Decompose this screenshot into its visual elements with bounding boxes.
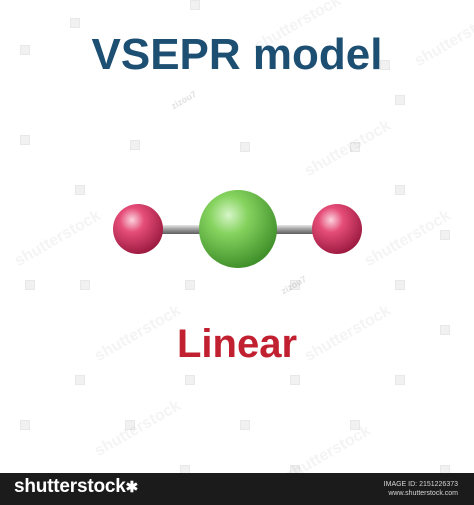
watermark-square (185, 280, 195, 290)
watermark-square (20, 420, 30, 430)
diagram-title: VSEPR model (91, 30, 383, 79)
watermark-square (125, 420, 135, 430)
geometry-label: Linear (176, 322, 298, 366)
watermark-square (185, 375, 195, 385)
logo-text: shutterstock (14, 476, 126, 497)
watermark-square (20, 45, 30, 55)
watermark-square (350, 142, 360, 152)
watermark-square (290, 375, 300, 385)
watermark-square (395, 95, 405, 105)
central-atom (199, 190, 277, 268)
watermark-square (240, 420, 250, 430)
logo-mark-icon: ✱ (125, 479, 139, 496)
watermark-square (80, 280, 90, 290)
watermark-square (75, 185, 85, 195)
watermark-square (70, 18, 80, 28)
outer-atom-right (312, 204, 362, 254)
watermark-square (350, 420, 360, 430)
stock-footer-bar: shutterstock✱ IMAGE ID: 2151226373 www.s… (0, 473, 474, 505)
watermark-square (25, 280, 35, 290)
watermark-square (395, 280, 405, 290)
image-id: IMAGE ID: 2151226373 (383, 481, 458, 488)
watermark-square (190, 0, 200, 10)
watermark-square (75, 375, 85, 385)
watermark-square (440, 230, 450, 240)
watermark-square (240, 142, 250, 152)
image-meta: IMAGE ID: 2151226373 www.shutterstock.co… (384, 481, 458, 498)
watermark-square (395, 375, 405, 385)
bond-right (270, 225, 318, 234)
watermark-square (20, 135, 30, 145)
watermark-square (380, 60, 390, 70)
outer-atom-left (113, 204, 163, 254)
site-url: www.shutterstock.com (388, 489, 458, 497)
watermark-square (440, 325, 450, 335)
watermark-square (395, 185, 405, 195)
watermark-square (130, 140, 140, 150)
watermark-square (290, 280, 300, 290)
bond-left (158, 225, 210, 234)
shutterstock-logo: shutterstock✱ (14, 476, 138, 498)
